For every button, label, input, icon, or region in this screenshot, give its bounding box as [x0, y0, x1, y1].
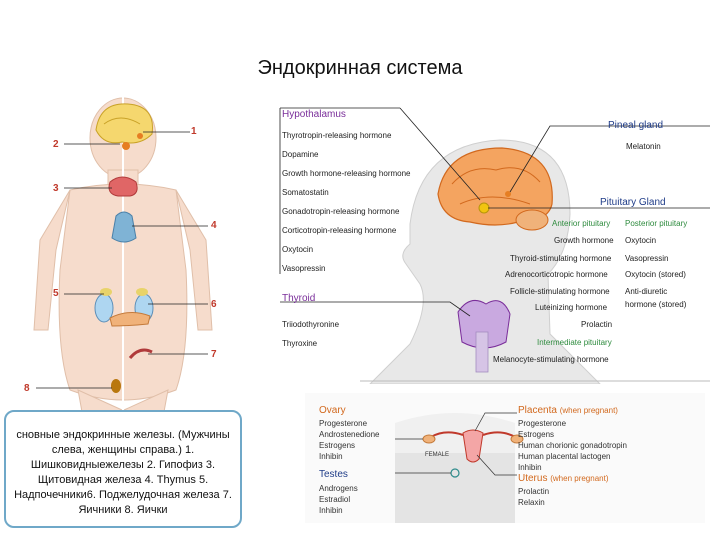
number-1: 1 [191, 126, 197, 137]
pineal-header: Pineal gland [608, 120, 664, 131]
placenta-title: Placenta [518, 405, 557, 416]
brain-shape [95, 103, 153, 150]
ovary-item: Progesterone [319, 419, 368, 428]
number-4: 4 [211, 220, 217, 231]
posterior-pituitary-item: hormone (stored) [625, 300, 687, 309]
brain-folds [451, 167, 541, 205]
hypothalamus-item: Thyrotropin-releasing hormone [282, 131, 392, 140]
pineal-item: Melatonin [626, 142, 661, 151]
ovary-header: Ovary [319, 405, 346, 416]
posterior-pituitary-item: Anti-diuretic [625, 287, 668, 296]
number-7: 7 [211, 349, 217, 360]
testis-shape [111, 379, 121, 393]
anterior-pituitary-item: Adrenocorticotropic hormone [505, 270, 608, 279]
cerebellum [515, 209, 549, 231]
hypothalamus-item: Dopamine [282, 150, 319, 159]
posterior-pituitary-item: Vasopressin [625, 254, 669, 263]
posterior-pituitary-item: Oxytocin [625, 236, 657, 245]
intermediate-pituitary-header: Intermediate pituitary [537, 338, 612, 347]
uterus-illustration [462, 429, 484, 463]
head-diagram [279, 107, 710, 384]
placenta-item: Estrogens [518, 430, 555, 439]
thyroid-item: Triiodothyronine [282, 320, 340, 329]
uterus-note: (when pregnant) [550, 474, 609, 483]
anterior-pituitary-item: Luteinizing hormone [535, 303, 608, 312]
uterus-item: Prolactin [518, 487, 550, 496]
posterior-pituitary-header: Posterior pituitary [625, 219, 688, 228]
thymus-shape [111, 211, 137, 243]
hypothalamus-header: Hypothalamus [282, 109, 346, 120]
pituitary-header: Pituitary Gland [600, 197, 666, 208]
number-2: 2 [53, 139, 59, 150]
uterus-item: Relaxin [518, 498, 545, 507]
ovary-shape [128, 348, 153, 359]
head-pointer-lines [279, 107, 710, 317]
pelvis-diagram [305, 393, 705, 523]
placenta-note: (when pregnant) [559, 406, 618, 415]
placenta-item: Human placental lactogen [518, 452, 611, 461]
brain-illustration [437, 147, 553, 226]
anterior-pituitary-item: Prolactin [581, 320, 613, 329]
ovary-item: Estrogens [319, 441, 356, 450]
testes-item: Inhibin [319, 506, 343, 515]
anterior-pituitary-header: Anterior pituitary [552, 219, 611, 228]
male-figure-shade [395, 453, 515, 523]
ovary-left [422, 434, 436, 444]
anterior-pituitary-item: Follicle-stimulating hormone [510, 287, 610, 296]
posterior-pituitary-item: Oxytocin (stored) [625, 270, 686, 279]
pineal-dot [505, 191, 511, 197]
number-3: 3 [53, 183, 59, 194]
number-5: 5 [53, 288, 59, 299]
placenta-header: Placenta (when pregnant) [518, 405, 618, 416]
ovary-item: Androstenedione [319, 430, 380, 439]
intermediate-pituitary-item: Melanocyte-stimulating hormone [493, 355, 609, 364]
number-8: 8 [24, 383, 30, 394]
caption-box: сновные эндокринные железы. (Мужчины сле… [4, 410, 242, 528]
hypothalamus-item: Somatostatin [282, 188, 329, 197]
page-title: Эндокринная система [257, 57, 463, 79]
hypothalamus-item: Growth hormone-releasing hormone [282, 169, 411, 178]
placenta-item: Human chorionic gonadotropin [518, 441, 627, 450]
anterior-pituitary-item: Thyroid-stimulating hormone [510, 254, 612, 263]
pituitary-dot [478, 202, 490, 214]
uterus-header: Uterus (when pregnant) [518, 473, 609, 484]
thyroid-item: Thyroxine [282, 339, 318, 348]
pelvis-pointer-lines [395, 412, 517, 476]
female-label: FEMALE [425, 452, 450, 458]
testes-item: Androgens [319, 484, 358, 493]
anterior-pituitary-item: Growth hormone [554, 236, 614, 245]
testes-item: Estradiol [319, 495, 351, 504]
number-6: 6 [211, 299, 217, 310]
hypothalamus-item: Oxytocin [282, 245, 314, 254]
pancreas-shape [109, 312, 151, 327]
caption-text: сновные эндокринные железы. (Мужчины сле… [14, 429, 232, 516]
uterus-title: Uterus [518, 473, 548, 484]
ovary-item: Inhibin [319, 452, 343, 461]
left-pointer-lines [36, 131, 208, 389]
trachea [475, 331, 489, 373]
placenta-item: Progesterone [518, 419, 567, 428]
hypothalamus-item: Corticotropin-releasing hormone [282, 226, 397, 235]
hypothalamus-item: Vasopressin [282, 264, 326, 273]
testes-header: Testes [319, 469, 348, 480]
ovary-right [510, 434, 524, 444]
hypothalamus-item: Gonadotropin-releasing hormone [282, 207, 400, 216]
thyroid-header: Thyroid [282, 293, 316, 304]
placenta-item: Inhibin [518, 463, 542, 472]
thyroid-shape [108, 176, 138, 197]
